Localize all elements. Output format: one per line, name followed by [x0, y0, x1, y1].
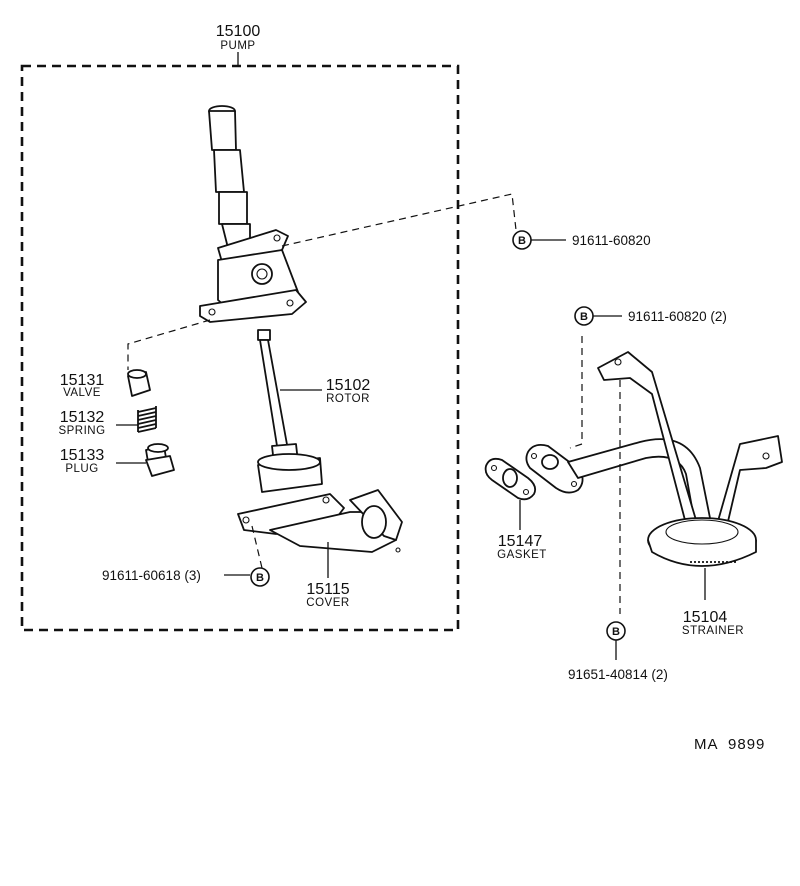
pump-assembly-frame [20, 64, 460, 632]
svg-text:B: B [256, 572, 264, 584]
figure-code: MA 9899 [694, 736, 765, 753]
cover-part [237, 489, 403, 553]
cover-bolt-part-number: 91611-60618 (3) [102, 568, 201, 583]
gasket-part [484, 457, 537, 501]
strainer-part [525, 351, 783, 567]
rotor-part-number: 15102 [326, 377, 371, 394]
strainer-part-number: 15104 [683, 609, 728, 626]
spring-part [137, 406, 157, 433]
spring-part-number: 15132 [60, 409, 105, 426]
assembly-name: PUMP [220, 40, 255, 52]
svg-text:B: B [580, 311, 588, 323]
bottom-bolt-badge: B [606, 621, 626, 641]
strainer-bolt-part-number: 91611-60820 (2) [628, 309, 727, 324]
plug-part [145, 443, 175, 477]
cover-part-number: 15115 [306, 581, 349, 598]
strainer-name: STRAINER [682, 625, 744, 637]
strainer-bolt-badge: B [574, 306, 594, 326]
valve-dashed-leader [127, 319, 211, 370]
strainer-bolt-dashed-leader [569, 336, 583, 449]
valve-part [127, 369, 151, 397]
rotor-part [257, 329, 323, 493]
pump-body [199, 105, 307, 323]
rotor-name: ROTOR [326, 393, 370, 405]
svg-text:B: B [518, 235, 526, 247]
plug-name: PLUG [65, 463, 98, 475]
gasket-name: GASKET [497, 549, 547, 561]
gasket-part-number: 15147 [498, 533, 543, 550]
assembly-part-number: 15100 [216, 23, 261, 40]
pump-bolt-part-number: 91611-60820 [572, 233, 651, 248]
svg-text:B: B [612, 626, 620, 638]
pump-bolt-badge: B [512, 230, 532, 250]
cover-name: COVER [306, 597, 349, 609]
plug-part-number: 15133 [60, 447, 105, 464]
pump-bolt-dashed-leader [281, 193, 517, 247]
valve-name: VALVE [63, 387, 101, 399]
spring-name: SPRING [58, 425, 105, 437]
cover-bolt-badge: B [250, 567, 270, 587]
valve-part-number: 15131 [60, 372, 105, 389]
bottom-bolt-part-number: 91651-40814 (2) [568, 667, 668, 682]
